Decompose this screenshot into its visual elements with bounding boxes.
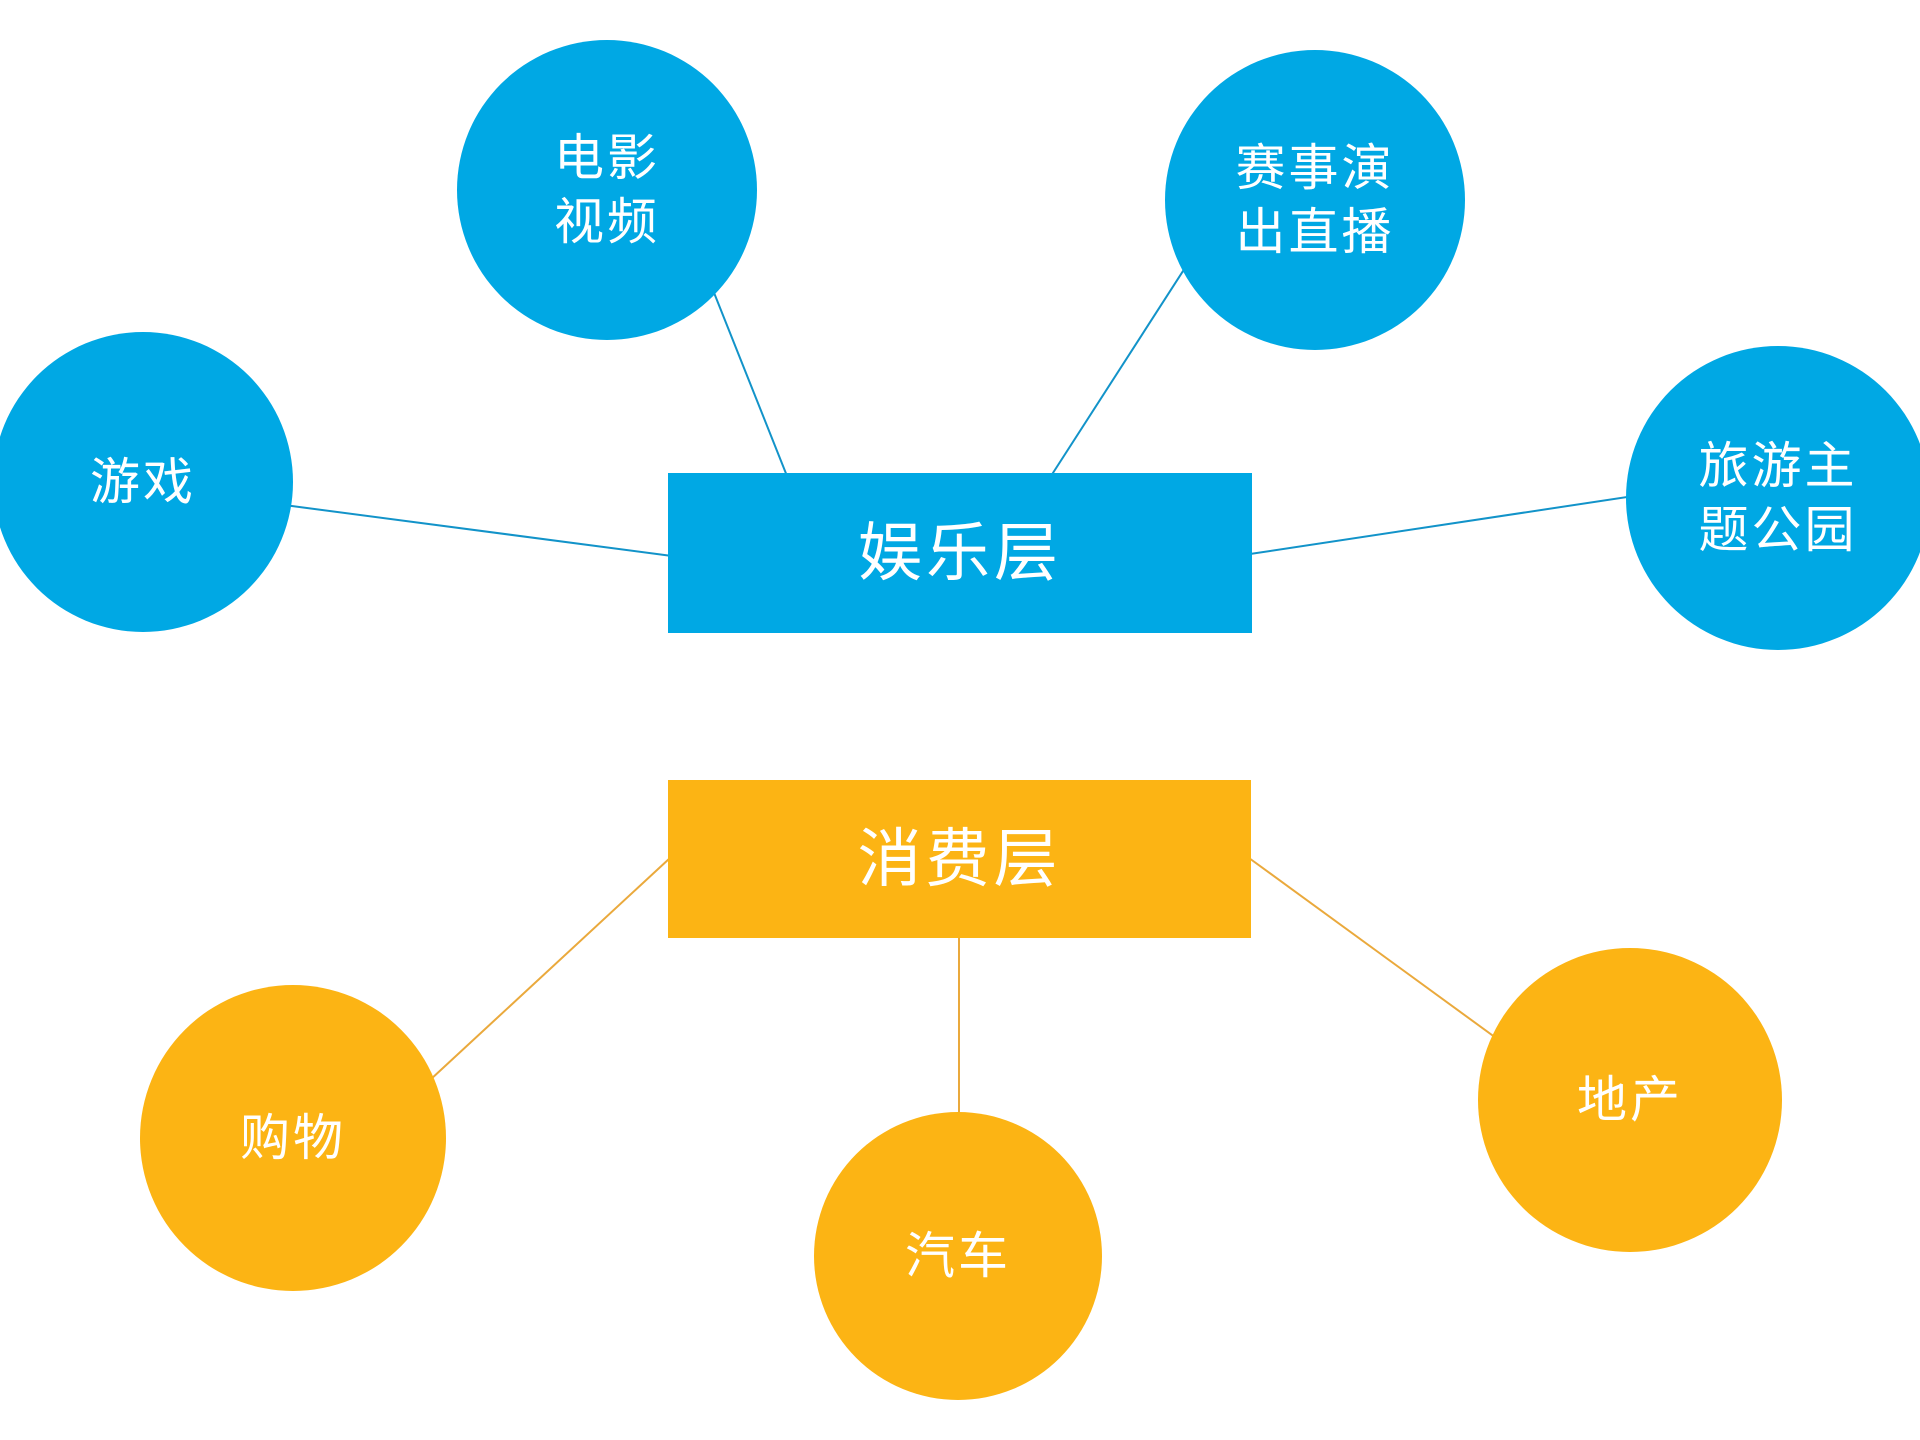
connector-shopping-consumption [429, 857, 671, 1081]
entertainment-layer-label: 娱乐层 [858, 517, 1062, 589]
consumption-layer-box: 消费层 [668, 780, 1251, 938]
node-travel-theme-park-label-line2: 题公园 [1698, 502, 1858, 558]
connector-sports-entertainment [1050, 239, 1204, 477]
node-travel-theme-park-label-line1: 旅游主 [1698, 438, 1858, 494]
node-sports-live-label-line1: 赛事演 [1235, 140, 1395, 196]
consumption-layer-label: 消费层 [857, 823, 1062, 895]
node-sports-live-label-line2: 出直播 [1235, 204, 1395, 260]
node-shopping-label: 购物 [240, 1110, 346, 1166]
node-car-label: 汽车 [905, 1228, 1011, 1284]
node-game-label: 游戏 [90, 454, 196, 510]
connector-travel-entertainment [1249, 485, 1701, 555]
node-sports-live: 赛事演 出直播 [1165, 50, 1465, 350]
node-real-estate-label: 地产 [1577, 1072, 1683, 1128]
entertainment-layer-box: 娱乐层 [668, 473, 1252, 633]
node-travel-theme-park: 旅游主 题公园 [1626, 346, 1920, 650]
node-shopping: 购物 [140, 985, 446, 1291]
node-car: 汽车 [814, 1112, 1102, 1400]
node-movie-video-label-line1: 电影 [554, 130, 660, 186]
node-movie-video-label-line2: 视频 [554, 194, 660, 250]
node-movie-video: 电影 视频 [457, 40, 757, 340]
node-game: 游戏 [0, 332, 293, 632]
node-real-estate: 地产 [1478, 948, 1782, 1252]
